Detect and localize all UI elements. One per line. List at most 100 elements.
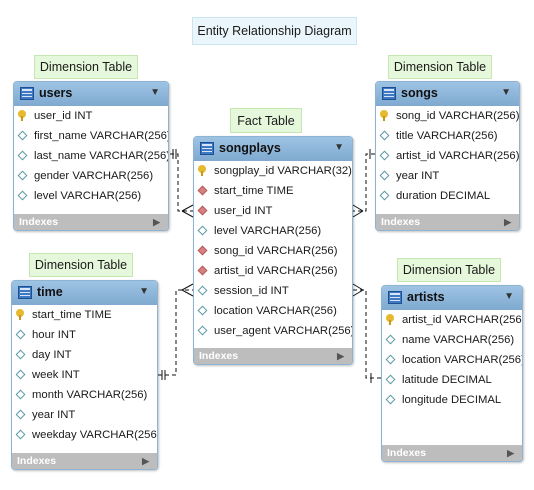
column-row[interactable]: duration DECIMAL [376,186,519,206]
primary-key-icon [198,165,206,176]
expand-arrow-icon[interactable]: ▶ [142,456,149,466]
artists-table-header[interactable]: artists ▼ [382,286,522,310]
collapse-arrow-icon[interactable]: ▼ [504,291,514,302]
column-text: hour INT [32,329,76,341]
column-icon [385,394,396,405]
column-row[interactable]: location VARCHAR(256) [382,350,522,370]
column-row[interactable]: artist_id VARCHAR(256) [382,310,522,330]
column-text: month VARCHAR(256) [32,389,148,401]
column-icon [197,225,208,236]
column-row[interactable]: location VARCHAR(256) [194,301,352,321]
column-text: longitude DECIMAL [402,394,502,406]
column-row[interactable]: song_id VARCHAR(256) [194,241,352,261]
indexes-section[interactable]: Indexes▶ [12,453,157,469]
songplays-table-label: Fact Table [230,108,302,133]
indexes-section[interactable]: Indexes▶ [194,348,352,364]
connector-users-songplays [170,149,194,218]
column-text: level VARCHAR(256) [34,190,142,202]
column-row[interactable]: week INT [12,365,157,385]
column-icon [17,190,28,201]
column-row[interactable]: gender VARCHAR(256) [14,166,168,186]
songplays-table[interactable]: songplays ▼ songplay_id VARCHAR(32) start… [193,136,353,365]
table-icon [20,87,34,100]
primary-key-icon [18,110,26,121]
column-text: user_id INT [214,205,273,217]
column-row[interactable]: name VARCHAR(256) [382,330,522,350]
column-text: user_agent VARCHAR(256) [214,325,353,337]
column-text: song_id VARCHAR(256) [396,110,520,122]
column-row[interactable]: user_agent VARCHAR(256) [194,321,352,341]
column-row[interactable]: level VARCHAR(256) [14,186,168,206]
column-list: start_time TIME hour INT day INT week INT mo… [12,305,157,445]
column-text: duration DECIMAL [396,190,491,202]
connector-artists-songplays [352,283,381,383]
column-icon [17,150,28,161]
indexes-section[interactable]: Indexes ▶ [14,214,168,230]
foreign-key-icon [197,205,208,216]
column-text: session_id INT [214,285,289,297]
column-row[interactable]: year INT [376,166,519,186]
column-text: first_name VARCHAR(256) [34,130,169,142]
column-row[interactable]: weekday VARCHAR(256) [12,425,157,445]
expand-arrow-icon[interactable]: ▶ [337,351,344,361]
column-text: level VARCHAR(256) [214,225,322,237]
column-row[interactable]: day INT [12,345,157,365]
column-text: artist_id VARCHAR(256) [214,265,338,277]
time-table[interactable]: time ▼ start_time TIME hour INT day INT wee… [11,280,158,470]
column-row[interactable]: user_id INT [14,106,168,126]
column-row[interactable]: longitude DECIMAL [382,390,522,410]
collapse-arrow-icon[interactable]: ▼ [334,142,344,153]
column-row[interactable]: song_id VARCHAR(256) [376,106,519,126]
column-row[interactable]: artist_id VARCHAR(256) [376,146,519,166]
column-row[interactable]: latitude DECIMAL [382,370,522,390]
column-icon [197,285,208,296]
column-text: title VARCHAR(256) [396,130,498,142]
time-table-label: Dimension Table [29,253,133,277]
column-row[interactable]: session_id INT [194,281,352,301]
primary-key-icon [386,314,394,325]
column-row[interactable]: hour INT [12,325,157,345]
users-table[interactable]: users ▼ user_id INT first_name VARCHAR(25… [13,81,169,231]
foreign-key-icon [197,185,208,196]
songplays-table-header[interactable]: songplays ▼ [194,137,352,161]
collapse-arrow-icon[interactable]: ▼ [139,286,149,297]
column-text: weekday VARCHAR(256) [32,429,158,441]
column-text: day INT [32,349,72,361]
column-row[interactable]: artist_id VARCHAR(256) [194,261,352,281]
column-text: songplay_id VARCHAR(32) [214,165,352,177]
collapse-arrow-icon[interactable]: ▼ [150,87,160,98]
column-row[interactable]: year INT [12,405,157,425]
artists-table[interactable]: artists ▼ artist_id VARCHAR(256)name VAR… [381,285,523,462]
indexes-label: Indexes [381,216,421,228]
songs-table-header[interactable]: songs ▼ [376,82,519,106]
column-text: gender VARCHAR(256) [34,170,154,182]
table-name: songs [401,86,438,100]
column-row[interactable]: title VARCHAR(256) [376,126,519,146]
column-row[interactable]: last_name VARCHAR(256) [14,146,168,166]
expand-arrow-icon[interactable]: ▶ [504,217,511,227]
column-list: artist_id VARCHAR(256)name VARCHAR(256)l… [382,310,522,410]
indexes-section[interactable]: Indexes▶ [382,445,522,461]
indexes-section[interactable]: Indexes ▶ [376,214,519,230]
table-icon [382,87,396,100]
column-icon [17,130,28,141]
column-row[interactable]: level VARCHAR(256) [194,221,352,241]
column-row[interactable]: songplay_id VARCHAR(32) [194,161,352,181]
column-icon [385,334,396,345]
column-row[interactable]: month VARCHAR(256) [12,385,157,405]
column-row[interactable]: user_id INT [194,201,352,221]
column-row[interactable]: start_time TIME [12,305,157,325]
primary-key-icon [380,110,388,121]
column-icon [15,389,26,400]
time-table-header[interactable]: time ▼ [12,281,157,305]
column-icon [15,329,26,340]
column-icon [379,130,390,141]
column-row[interactable]: first_name VARCHAR(256) [14,126,168,146]
collapse-arrow-icon[interactable]: ▼ [501,87,511,98]
column-row[interactable]: start_time TIME [194,181,352,201]
expand-arrow-icon[interactable]: ▶ [507,448,514,458]
users-table-header[interactable]: users ▼ [14,82,168,106]
expand-arrow-icon[interactable]: ▶ [153,217,160,227]
songs-table[interactable]: songs ▼ song_id VARCHAR(256) title VARCHA… [375,81,520,231]
indexes-label: Indexes [19,216,59,228]
